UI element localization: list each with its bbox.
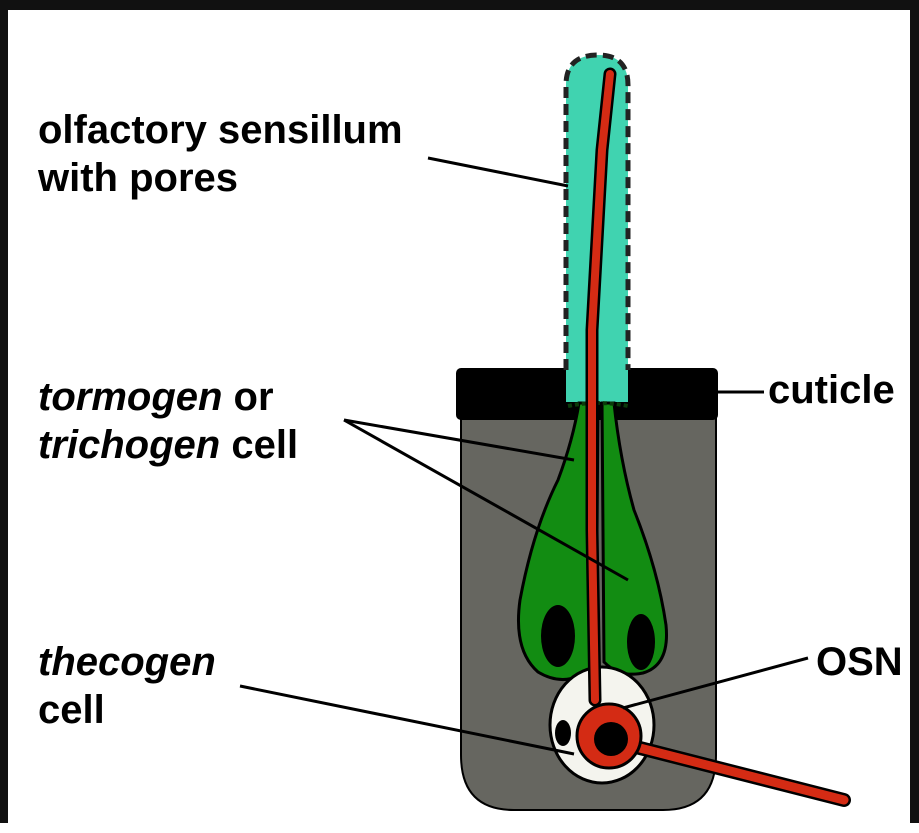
osn-nucleus xyxy=(594,722,628,756)
thecogen-term: thecogen xyxy=(38,638,216,686)
osn-label: OSN xyxy=(816,638,903,686)
tormogen-nucleus xyxy=(541,605,575,667)
sensillum-label: olfactory sensillum with pores xyxy=(38,106,403,202)
tormogen-term: tormogen xyxy=(38,375,222,419)
thecogen-suffix: cell xyxy=(38,686,216,734)
support-cell-suffix: cell xyxy=(220,423,298,467)
thecogen-nucleus xyxy=(555,720,571,746)
thecogen-label: thecogen cell xyxy=(38,638,216,734)
cuticle-label: cuticle xyxy=(768,366,895,414)
sensillum-label-line2: with pores xyxy=(38,154,403,202)
trichogen-nucleus xyxy=(627,614,655,670)
support-cell-or: or xyxy=(222,375,273,419)
sensillum-leader-line xyxy=(428,158,568,186)
trichogen-term: trichogen xyxy=(38,423,220,467)
support-cell-label: tormogen or trichogen cell xyxy=(38,373,298,469)
sensillum-label-line1: olfactory sensillum xyxy=(38,106,403,154)
